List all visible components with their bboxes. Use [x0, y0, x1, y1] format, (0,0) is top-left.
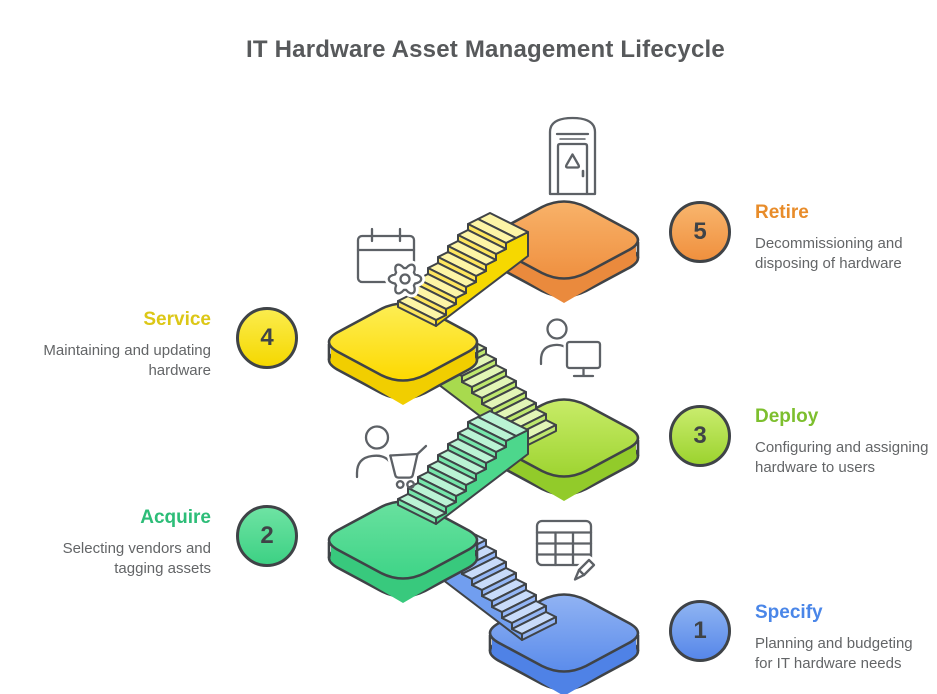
step-title: Service: [143, 309, 211, 330]
step-number-badge: 1: [669, 600, 731, 662]
step-title: Specify: [755, 602, 823, 623]
step-number-badge: 5: [669, 201, 731, 263]
step-title: Acquire: [140, 507, 211, 528]
step-description: Planning and budgeting for IT hardware n…: [755, 635, 913, 672]
step-description: Decommissioning and disposing of hardwar…: [755, 235, 903, 272]
calendar-gear-icon: [356, 227, 426, 298]
staircase-scene: [327, 200, 640, 694]
stairs-service-to-retire: [397, 212, 529, 327]
step-description: Maintaining and updating hardware: [43, 342, 211, 379]
step-number-badge: 4: [236, 307, 298, 369]
person-cart-icon: [355, 425, 430, 489]
spreadsheet-pencil-icon: [535, 519, 598, 584]
person-monitor-icon: [539, 318, 604, 378]
exit-door-icon: [548, 116, 597, 196]
step-number-badge: 3: [669, 405, 731, 467]
step-number-badge: 2: [236, 505, 298, 567]
stairs-acquire-to-deploy: [397, 410, 529, 525]
page-title: IT Hardware Asset Management Lifecycle: [246, 36, 725, 63]
step-description: Selecting vendors and tagging assets: [62, 540, 211, 577]
step-title: Retire: [755, 202, 809, 223]
step-description: Configuring and assigning hardware to us…: [755, 439, 929, 476]
platform-service: [327, 302, 479, 405]
step-title: Deploy: [755, 406, 819, 427]
